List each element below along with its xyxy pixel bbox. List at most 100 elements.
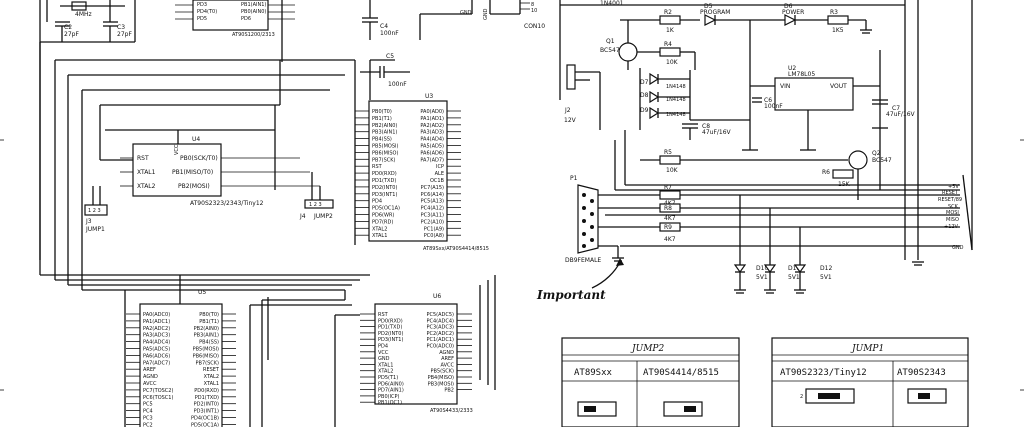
u3-right-pin-14: PC4(A12) <box>421 206 444 212</box>
u3-left-pin-17: XTAL2 <box>372 226 387 232</box>
u3-left-pin-7: PB7(SCK) <box>372 157 396 163</box>
d6-name: POWER <box>782 9 804 16</box>
bus-gnd: GND <box>952 245 964 251</box>
bus-labels: +5V RESET RESET/89 SCK MOSI MISO +12V GN… <box>938 0 973 251</box>
u4-pin-pb2: PB2(MOSI) <box>178 183 210 190</box>
top-pb1: PB1(AIN1) <box>241 2 266 8</box>
d7-label: D7 <box>640 79 649 86</box>
u2-label: U2 <box>788 65 796 72</box>
c7-value: 47uF/16V <box>886 111 916 118</box>
u3-left-pin-12: PD3(INT1) <box>372 192 397 198</box>
j3-label: J3 <box>85 218 92 225</box>
u6-left-pin-10: PD5(T1) <box>378 375 398 381</box>
u6-left-pin-2: PD1(TXD) <box>378 325 402 331</box>
r8-label: R8 <box>664 205 672 212</box>
u4-pin-pb0: PB0(SCK/T0) <box>180 155 218 162</box>
u6-right-pin-9: PB5(SCK) <box>431 369 455 375</box>
u5-right-pin-1: PB1(T1) <box>199 319 219 325</box>
power-section: 1N4001 R2 1K D5 PROGRAM D6 POWER R3 1K5 <box>559 0 924 266</box>
c8-value: 47uF/16V <box>702 129 732 136</box>
u5-left-pin-0: PA0(ADC0) <box>143 312 170 318</box>
u3-right-pin-10: OC1B <box>430 178 445 184</box>
d7-part: 1N4148 <box>666 84 686 90</box>
frame-ticks <box>0 139 1024 391</box>
u5-right-pin-7: PB7(SCK) <box>196 360 220 366</box>
u3-right-pin-18: PC0(A8) <box>424 233 444 239</box>
u6-part: AT90S4433/2333 <box>430 408 473 414</box>
c3-value: 27pF <box>117 31 132 38</box>
lower-wires <box>124 275 496 427</box>
u5-right-pin-6: PB6(MISO) <box>193 353 219 359</box>
con10-label: CON10 <box>524 23 545 30</box>
r2-label: R2 <box>664 9 672 16</box>
u6-right-pin-12: PB2 <box>444 388 454 394</box>
u3-left-pin-11: PD2(INT0) <box>372 185 397 191</box>
r4-value: 10K <box>666 59 679 66</box>
d5-name: PROGRAM <box>700 9 730 16</box>
d9-part: 1N4148 <box>666 112 686 118</box>
r8-value: 4K7 <box>664 215 676 222</box>
u3-right-pin-3: PA3(AD3) <box>420 130 444 136</box>
gnd-top-1: GND <box>460 10 472 16</box>
u3-right-pin-12: PC6(A14) <box>421 192 444 198</box>
jump1-label: JUMP1 <box>85 226 105 233</box>
c4-value: 100nF <box>380 30 399 37</box>
u5-right-pin-13: PD2(INT0) <box>194 402 219 408</box>
jump2-col1: AT89Sxx <box>574 368 613 378</box>
u6-right-pin-3: PC2(ADC2) <box>426 331 454 337</box>
d12-value: 5V1 <box>820 274 832 281</box>
u6-left-pin-0: RST <box>378 312 389 318</box>
top-pb0: PB0(AIN0) <box>241 9 266 15</box>
crystal-freq: 4MHz <box>75 11 92 18</box>
jump2-label: JUMP2 <box>313 213 333 220</box>
u3-left-pin-6: PB6(MISO) <box>372 150 398 156</box>
u6-left-pin-12: PD7(AIN1) <box>378 388 404 394</box>
u4-label: U4 <box>192 136 200 143</box>
u5-left-pin-16: PC2 <box>143 422 153 427</box>
u5-left-pin-6: PA6(ADC6) <box>143 353 170 359</box>
c6-value: 100nF <box>764 103 783 110</box>
u3-left-pin-5: PB5(MOSI) <box>372 144 398 150</box>
c4-con10: C4 100nF GND GND 8 10 CON10 <box>362 0 545 40</box>
d9-label: D9 <box>640 107 649 114</box>
r9-label: R9 <box>664 224 672 231</box>
u5-left-pin-10: AVCC <box>143 381 157 387</box>
c4-label: C4 <box>380 23 388 30</box>
u5-right-pin-4: PB4(SS) <box>199 340 219 346</box>
chip-u5: U5 PA0(ADC0)PA1(ADC1)PA2(ADC2)PA3(ADC3)P… <box>126 289 236 427</box>
svg-text:1 2 3: 1 2 3 <box>309 202 322 208</box>
u5-left-pin-3: PA3(ADC3) <box>143 333 170 339</box>
u2-part: LM78L05 <box>788 71 815 78</box>
r3-value: 1K5 <box>832 27 844 34</box>
bus-sck: SCK <box>948 204 959 210</box>
top-pd5: PD5 <box>197 16 207 22</box>
u3-right-pin-6: PA6(AD6) <box>420 150 444 156</box>
u5-right-pin-3: PB3(AIN1) <box>194 333 219 339</box>
u5-left-pin-12: PC6(TOSC1) <box>143 395 173 401</box>
u5-left-pin-14: PC4 <box>143 409 153 415</box>
u5-left-pin-1: PA1(ADC1) <box>143 319 170 325</box>
c3-label: C3 <box>117 24 125 31</box>
u6-right-pin-7: AREF <box>441 356 454 362</box>
u6-left-pin-9: XTAL2 <box>378 369 393 375</box>
u6-right-pin-8: AVCC <box>440 362 454 368</box>
u3-part: AT89Sxx/AT90S4414/8515 <box>423 246 489 252</box>
u3-right-pin-17: PC1(A9) <box>424 226 444 232</box>
u3-right-pin-5: PA5(AD5) <box>420 144 444 150</box>
important-note: Important <box>536 258 624 302</box>
u3-right-pin-4: PA4(AD4) <box>420 137 444 143</box>
d5-label: D5 <box>704 3 713 10</box>
p1-label: P1 <box>570 175 578 182</box>
u5-right-pin-10: XTAL1 <box>204 381 219 387</box>
u5-left-pin-15: PC3 <box>143 416 153 422</box>
r7-label: R7 <box>664 184 672 191</box>
u3-label: U3 <box>425 93 433 100</box>
u6-left-pin-13: PB0(ICP) <box>378 394 400 400</box>
u3-right-pin-0: PA0(AD0) <box>420 109 444 115</box>
u5-left-pin-4: PA4(ADC4) <box>143 340 170 346</box>
u5-right-pin-16: PD5(OC1A) <box>191 422 219 427</box>
u3-right-pin-13: PC5(A13) <box>421 199 444 205</box>
q2-part: BC547 <box>872 157 892 164</box>
c5: C5 100nF <box>360 53 410 88</box>
jump1-col2: AT90S2343 <box>897 368 946 378</box>
